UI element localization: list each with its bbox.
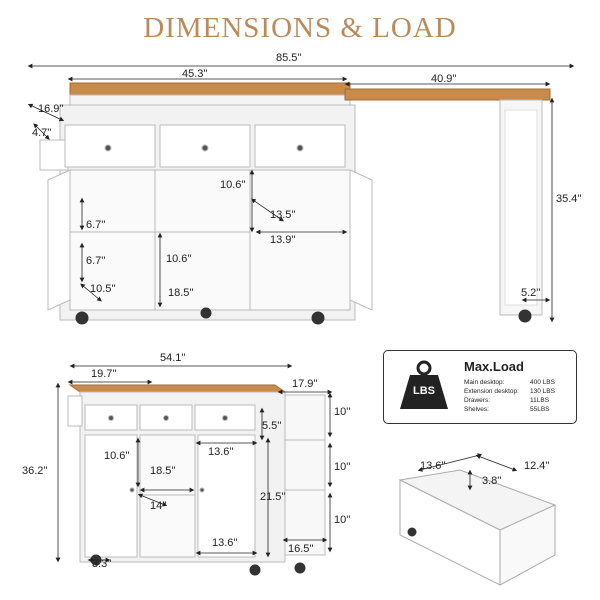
weight-icon-label: LBS	[413, 385, 435, 397]
dim-front-height: 36.2''	[22, 465, 48, 477]
dim-front-depth: 19.7''	[91, 368, 117, 380]
dim-total-width: 85.5''	[276, 52, 302, 64]
drawer-illustration	[398, 469, 557, 586]
dim-shelf-depth2: 13.9''	[270, 234, 296, 246]
dim-rack-w: 16.5''	[288, 543, 314, 555]
dim-drawer-depth: 12.4''	[524, 460, 550, 472]
max-load-panel: LBS Max.Load Main desktop:400 LBS Extens…	[383, 350, 577, 424]
dim-front-side-depth: 17.9''	[292, 378, 318, 390]
dim-inner-w: 18.5''	[168, 287, 194, 299]
dim-shelf-w: 18.5''	[150, 465, 176, 477]
dim-drawer-h: 10.6''	[220, 179, 246, 191]
load-row: Shelves:55LBS	[464, 406, 550, 413]
dim-left-bottom: 10.5''	[90, 283, 116, 295]
dim-height: 35.4''	[556, 193, 582, 205]
dim-rack1: 10''	[334, 406, 351, 418]
dim-rack2: 10''	[334, 461, 351, 473]
dim-cab-h: 10.6''	[104, 450, 130, 462]
top-island	[39, 82, 551, 325]
dim-rack-h: 21.5''	[260, 491, 286, 503]
front-island	[67, 384, 326, 576]
dim-left-shelf2: 6.7''	[86, 255, 106, 267]
load-row: Main desktop:400 LBS	[464, 379, 555, 386]
page-title: DIMENSIONS & LOAD	[143, 12, 457, 44]
dim-wheel: 3.3''	[92, 558, 112, 570]
dim-drawer-width: 13.6''	[208, 446, 234, 458]
load-row: Extension desktop:130 LBS	[464, 388, 555, 395]
dim-inner-h: 10.6''	[166, 253, 192, 265]
dim-main-width: 45.3''	[182, 68, 208, 80]
weight-icon	[400, 360, 448, 409]
dim-ext-leg: 5.2''	[521, 287, 541, 299]
dim-rack3: 10''	[334, 514, 351, 526]
dim-side-depth: 4.7''	[32, 127, 52, 139]
dim-drawer-gap: 5.5''	[262, 420, 282, 432]
load-row: Drawers:11LBS	[464, 397, 550, 404]
load-title: Max.Load	[464, 359, 524, 374]
dim-shelf-depth: 13.5''	[270, 209, 296, 221]
dim-left-shelf1: 6.7''	[86, 219, 106, 231]
dim-door-w: 13.6''	[212, 537, 238, 549]
dim-width: 54.1''	[160, 352, 186, 364]
dim-depth: 16.9''	[38, 103, 64, 115]
dim-drawer-width: 13.6''	[420, 460, 446, 472]
dim-drawer-height: 3.8''	[482, 475, 502, 487]
dim-extension-width: 40.9''	[431, 73, 457, 85]
dim-shelf-d: 14''	[150, 500, 167, 512]
